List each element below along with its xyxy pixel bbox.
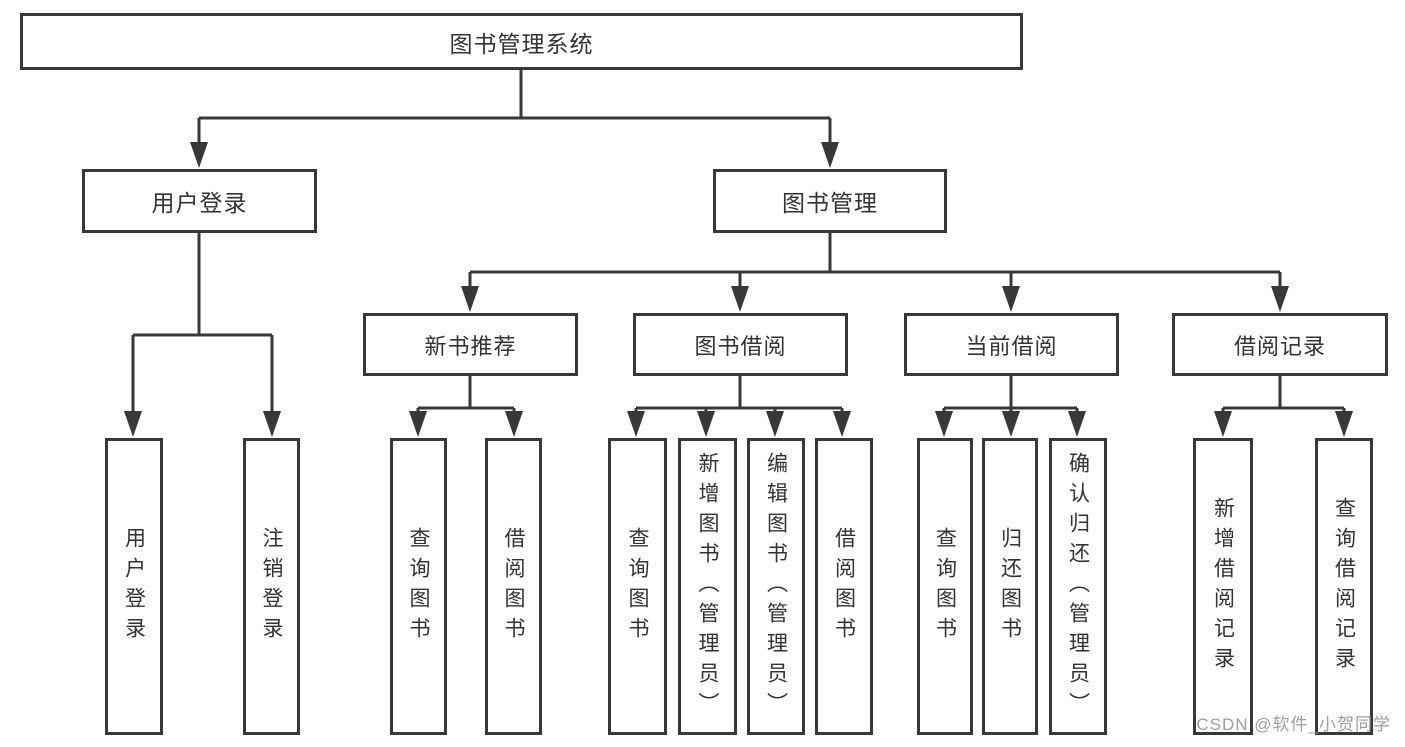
leaf-confirm-return-admin-label: 确认归还（管理员）: [1066, 451, 1090, 722]
node-user-login-branch: 用户登录: [82, 169, 317, 233]
node-book-borrow-label: 图书借阅: [694, 333, 787, 359]
node-book-management-label: 图书管理: [782, 190, 878, 216]
leaf-query-books-1: 查询图书: [390, 438, 447, 735]
node-current-borrow: 当前借阅: [904, 313, 1119, 376]
leaf-add-borrow-record: 新增借阅记录: [1193, 438, 1253, 735]
node-root-library-system: 图书管理系统: [20, 13, 1023, 70]
node-borrow-records-label: 借阅记录: [1233, 333, 1326, 359]
leaf-confirm-return-admin: 确认归还（管理员）: [1049, 438, 1107, 735]
leaf-add-borrow-record-label: 新增借阅记录: [1211, 496, 1235, 677]
leaf-add-books-admin: 新增图书（管理员）: [678, 438, 737, 735]
leaf-logout-label: 注销登录: [260, 526, 283, 647]
csdn-watermark: CSDN @软件_小贺同学: [1196, 715, 1391, 734]
leaf-borrow-books-2: 借阅图书: [815, 438, 873, 735]
leaf-query-books-3-label: 查询图书: [933, 526, 957, 647]
leaf-borrow-books-1: 借阅图书: [485, 438, 542, 735]
node-borrow-records: 借阅记录: [1172, 313, 1388, 376]
leaf-query-books-2: 查询图书: [608, 438, 667, 735]
leaf-logout: 注销登录: [243, 438, 300, 735]
leaf-edit-books-admin: 编辑图书（管理员）: [747, 438, 805, 735]
leaf-borrow-books-1-label: 借阅图书: [502, 526, 525, 647]
node-root-label: 图书管理系统: [449, 30, 594, 57]
leaf-borrow-books-2-label: 借阅图书: [832, 526, 856, 647]
node-book-management-branch: 图书管理: [713, 169, 947, 233]
node-user-login-label: 用户登录: [151, 190, 248, 216]
arrowhead-icons: [124, 142, 1353, 437]
leaf-query-borrow-record: 查询借阅记录: [1315, 438, 1373, 735]
leaf-return-books-label: 归还图书: [998, 526, 1022, 647]
node-book-borrow: 图书借阅: [633, 313, 848, 376]
leaf-user-login: 用户登录: [105, 438, 163, 735]
node-new-book-recommend-label: 新书推荐: [424, 333, 517, 359]
node-new-book-recommend: 新书推荐: [363, 313, 578, 376]
leaf-query-books-2-label: 查询图书: [626, 526, 649, 647]
leaf-return-books: 归还图书: [982, 438, 1038, 735]
node-current-borrow-label: 当前借阅: [965, 333, 1058, 359]
leaf-edit-books-admin-label: 编辑图书（管理员）: [764, 451, 788, 722]
leaf-query-books-1-label: 查询图书: [407, 526, 430, 647]
leaf-add-books-admin-label: 新增图书（管理员）: [696, 451, 719, 722]
connector-lines: [131, 70, 1346, 414]
leaf-query-borrow-record-label: 查询借阅记录: [1332, 496, 1356, 677]
leaf-user-login-label: 用户登录: [122, 526, 146, 647]
leaf-query-books-3: 查询图书: [917, 438, 973, 735]
